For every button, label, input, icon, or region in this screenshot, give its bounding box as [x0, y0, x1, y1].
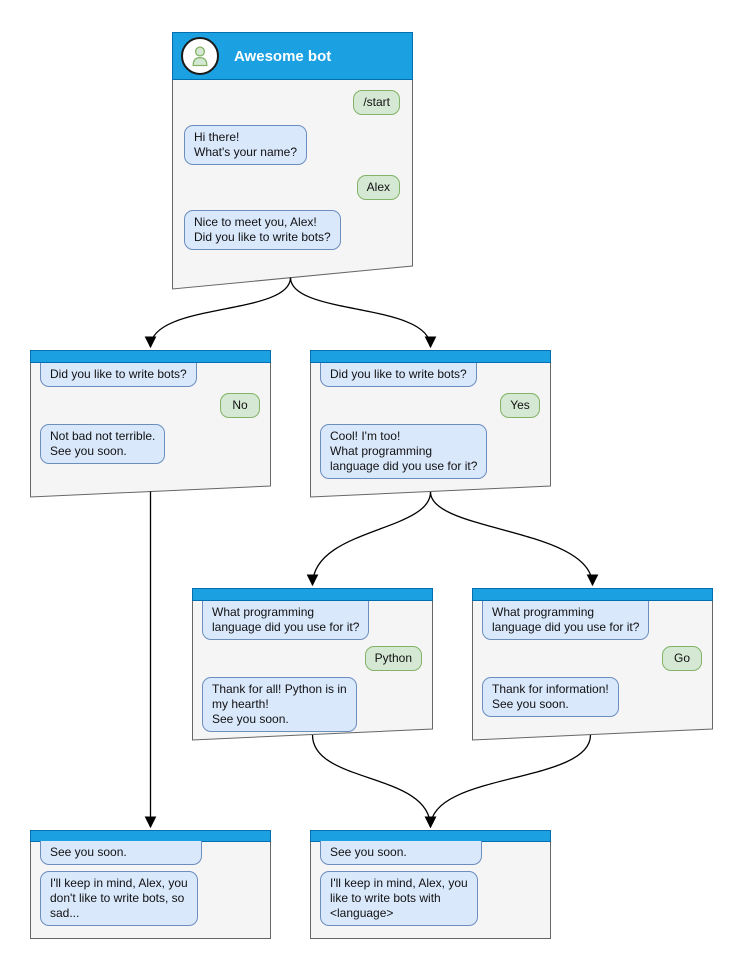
header-bar-branch-python: [192, 588, 433, 601]
bot-avatar: [181, 37, 219, 75]
header-bar-branch-go: [472, 588, 713, 601]
bot-message-bubble: Thank for information! See you soon.: [482, 677, 619, 717]
header-bar-end-yes: [310, 830, 551, 842]
chat-body-branch-go: What programming language did you use fo…: [473, 601, 711, 717]
bot-message-bubble: Did you like to write bots?: [40, 363, 197, 387]
arrow-root-to-no: [144, 277, 292, 349]
chat-body-branch-yes: Did you like to write bots? Yes Cool! I'…: [311, 363, 549, 479]
user-message-bubble: Yes: [500, 393, 540, 418]
bot-message-bubble: See you soon.: [320, 841, 482, 865]
bot-message-bubble: Nice to meet you, Alex! Did you like to …: [184, 210, 341, 250]
header-bar-branch-no: [30, 350, 271, 363]
bot-message-bubble: Hi there! What's your name?: [184, 125, 308, 165]
user-message-bubble: Python: [364, 646, 422, 671]
chat-header: Awesome bot: [173, 33, 411, 79]
user-message-bubble: /start: [353, 90, 400, 115]
chat-title: Awesome bot: [234, 47, 332, 65]
chat-body-branch-no: Did you like to write bots? No Not bad n…: [31, 363, 269, 464]
bot-message-bubble: What programming language did you use fo…: [482, 601, 650, 640]
chat-body-branch-python: What programming language did you use fo…: [193, 601, 431, 732]
arrow-yes-to-go: [429, 491, 599, 587]
header-bar-branch-yes: [310, 350, 551, 363]
bot-message-bubble: I'll keep in mind, Alex, you don't like …: [40, 871, 198, 926]
arrow-go-to-end: [424, 734, 592, 829]
bot-message-bubble: What programming language did you use fo…: [202, 601, 370, 640]
user-message-bubble: No: [220, 393, 260, 418]
bot-message-bubble: Not bad not terrible. See you soon.: [40, 424, 166, 464]
chat-body-end-no: See you soon. I'll keep in mind, Alex, y…: [31, 841, 269, 926]
person-icon: [192, 46, 208, 67]
header-bar-end-no: [30, 830, 271, 842]
chat-body-end-yes: See you soon. I'll keep in mind, Alex, y…: [311, 841, 549, 926]
user-message-bubble: Alex: [356, 175, 400, 200]
arrow-python-to-end: [311, 734, 437, 829]
chat-body-root: /start Hi there! What's your name? Alex …: [173, 80, 411, 260]
bot-message-bubble: I'll keep in mind, Alex, you like to wri…: [320, 871, 478, 926]
bot-message-bubble: See you soon.: [40, 841, 202, 865]
bot-message-bubble: Did you like to write bots?: [320, 363, 477, 387]
arrow-root-to-yes: [289, 277, 437, 349]
bot-message-bubble: Thank for all! Python is in my hearth! S…: [202, 677, 357, 732]
user-message-bubble: Go: [662, 646, 702, 671]
bot-message-bubble: Cool! I'm too! What programming language…: [320, 424, 488, 479]
arrow-yes-to-python: [306, 491, 432, 587]
